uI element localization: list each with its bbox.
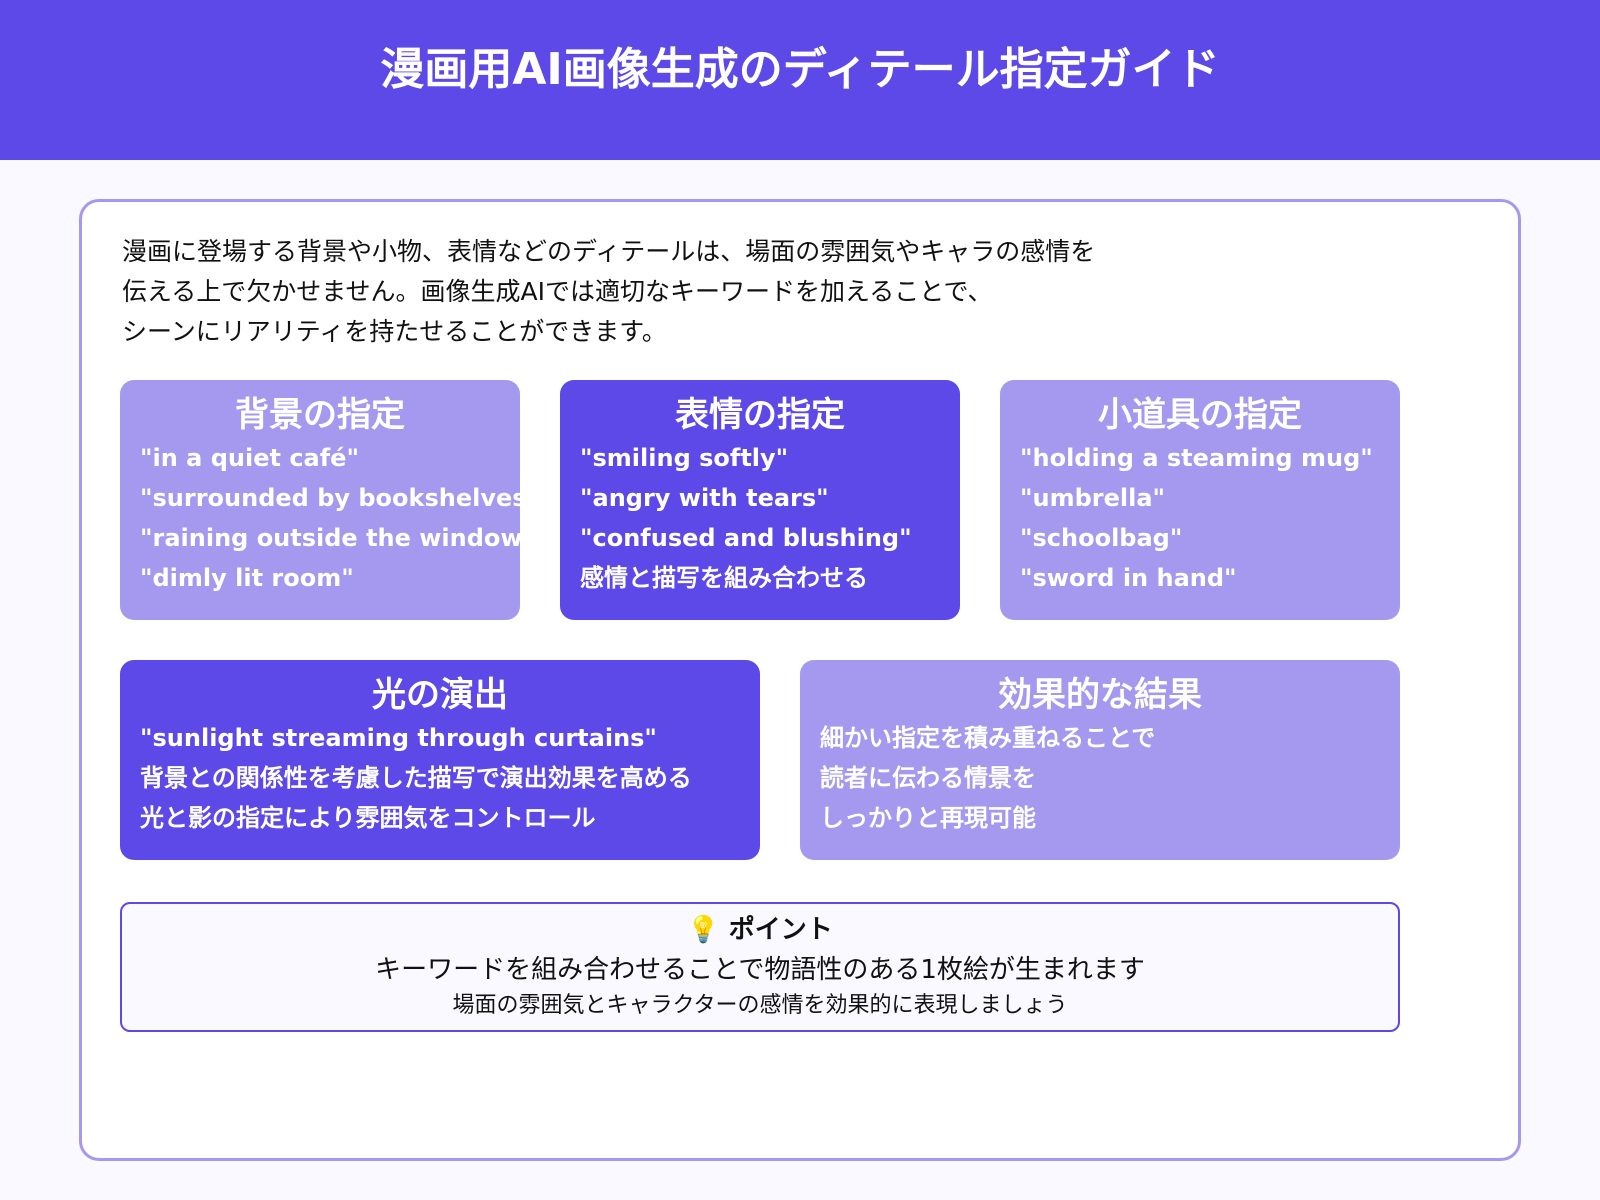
intro-line: 漫画に登場する背景や小物、表情などのディテールは、場面の雰囲気やキャラの感情を [122, 237, 1096, 266]
box-item: "raining outside the window" [140, 524, 536, 552]
box-item: "confused and blushing" [580, 524, 912, 552]
lightbulb-icon: 💡 [687, 915, 720, 945]
page-title: 漫画用AI画像生成のディテール指定ガイド [380, 44, 1220, 95]
point-sub-text: 場面の雰囲気とキャラクターの感情を効果的に表現しましょう [452, 993, 1068, 1018]
result-box: 効果的な結果 細かい指定を積み重ねることで 読者に伝わる情景を しっかりと再現可… [800, 660, 1400, 860]
box-item: "angry with tears" [580, 484, 829, 512]
box-title: 光の演出 [372, 675, 508, 715]
background-spec-box: 背景の指定 "in a quiet café" "surrounded by b… [120, 380, 540, 620]
box-item: 光と影の指定により雰囲気をコントロール [140, 804, 596, 832]
box-item: "in a quiet café" [140, 444, 359, 472]
box-item: しっかりと再現可能 [820, 804, 1036, 832]
intro-line: シーンにリアリティを持たせることができます。 [122, 317, 667, 346]
box-item: 読者に伝わる情景を [820, 764, 1036, 792]
box-item: "sword in hand" [1020, 564, 1237, 592]
box-title: 小道具の指定 [1098, 395, 1302, 435]
box-title: 効果的な結果 [998, 675, 1202, 715]
point-title-text: ポイント [728, 915, 833, 945]
intro-line: 伝える上で欠かせません。画像生成AIでは適切なキーワードを加えることで、 [122, 277, 993, 306]
intro-text: 漫画に登場する背景や小物、表情などのディテールは、場面の雰囲気やキャラの感情を … [122, 232, 1095, 352]
box-item: "dimly lit room" [140, 564, 354, 592]
box-item: "smiling softly" [580, 444, 789, 472]
guide-card: 漫画に登場する背景や小物、表情などのディテールは、場面の雰囲気やキャラの感情を … [79, 199, 1521, 1161]
box-item: "schoolbag" [1020, 524, 1183, 552]
box-title: 背景の指定 [235, 395, 405, 435]
point-main-text: キーワードを組み合わせることで物語性のある1枚絵が生まれます [375, 955, 1145, 985]
lighting-box: 光の演出 "sunlight streaming through curtain… [120, 660, 760, 860]
page-header: 漫画用AI画像生成のディテール指定ガイド [0, 0, 1600, 160]
point-box: 💡 ポイント キーワードを組み合わせることで物語性のある1枚絵が生まれます 場面… [120, 902, 1400, 1032]
point-title: 💡 ポイント [122, 910, 1398, 950]
expression-spec-box: 表情の指定 "smiling softly" "angry with tears… [560, 380, 960, 620]
box-item: 背景との関係性を考慮した描写で演出効果を高める [140, 764, 692, 792]
box-item: "umbrella" [1020, 484, 1166, 512]
box-item: 細かい指定を積み重ねることで [820, 724, 1156, 752]
box-item: "holding a steaming mug" [1020, 444, 1373, 472]
box-item: "surrounded by bookshelves" [140, 484, 540, 512]
box-item: 感情と描写を組み合わせる [580, 564, 868, 592]
box-title: 表情の指定 [675, 395, 845, 435]
props-spec-box: 小道具の指定 "holding a steaming mug" "umbrell… [1000, 380, 1400, 620]
box-item: "sunlight streaming through curtains" [140, 724, 657, 752]
